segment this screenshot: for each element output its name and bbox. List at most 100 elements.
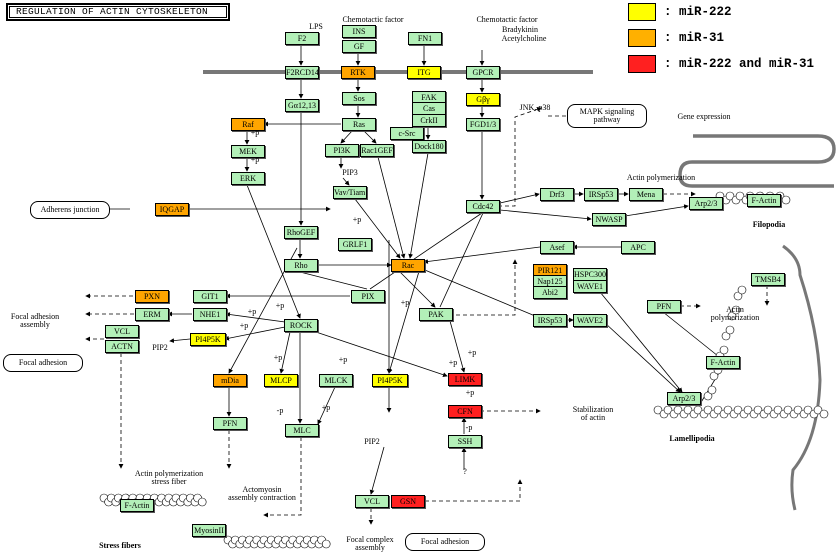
edge <box>399 271 436 308</box>
gene-node-vcl[interactable]: VCL <box>105 325 139 338</box>
gene-node-rtk[interactable]: RTK <box>341 66 375 79</box>
gene-node-abi2[interactable]: Abi2 <box>533 286 567 299</box>
gene-node-apc[interactable]: APC <box>621 241 655 254</box>
gene-node-rhogef[interactable]: RhoGEF <box>284 226 318 239</box>
edge <box>354 198 401 259</box>
edge <box>340 130 353 144</box>
diagram-title: REGULATION OF ACTIN CYTOSKELETON <box>6 3 230 21</box>
annotation-label: Chemotactic factor <box>342 15 404 24</box>
legend-item: : miR-31 <box>628 29 724 47</box>
pathway-link-pill[interactable]: MAPK signaling pathway <box>567 104 647 128</box>
edge <box>387 267 421 374</box>
annotation-label: +p <box>250 128 260 137</box>
pathway-link-pill[interactable]: Adherens junction <box>30 201 110 219</box>
gene-node-limk[interactable]: LIMK <box>448 373 482 386</box>
gene-node-fn1[interactable]: FN1 <box>408 32 442 45</box>
annotation-label: +p <box>239 321 249 330</box>
gene-node-mek[interactable]: MEK <box>231 145 265 158</box>
annotation-label: LPS <box>309 22 323 31</box>
gene-node-vav-tiam1[interactable]: Vav/Tiam1 <box>333 186 367 199</box>
gene-node-fgd1-3[interactable]: FGD1/3 <box>466 118 500 131</box>
gene-node-git1[interactable]: GIT1 <box>193 290 227 303</box>
gene-node-pfn[interactable]: PFN <box>647 300 681 313</box>
gene-node-nwasp[interactable]: NWASP <box>592 213 626 226</box>
actin-filament-lamellipodia <box>743 405 753 415</box>
actin-filament-stress <box>197 497 207 507</box>
gene-node-actn[interactable]: ACTN <box>105 340 139 353</box>
edge <box>604 322 681 393</box>
gene-node-crkii[interactable]: CrkII <box>412 114 446 127</box>
gene-node-dock180[interactable]: Dock180 <box>412 140 446 153</box>
gene-node-arp2-3[interactable]: Arp2/3 <box>667 392 701 405</box>
pathway-link-pill[interactable]: Focal adhesion <box>3 354 83 372</box>
gene-node-erm[interactable]: ERM <box>135 308 169 321</box>
gene-node-c-src[interactable]: c-Src <box>390 127 424 140</box>
gene-node-pi4p5k[interactable]: PI4P5K <box>372 374 408 387</box>
gene-node-gpcr[interactable]: GPCR <box>466 66 500 79</box>
annotation-label: Actomyosin assembly contraction <box>228 485 296 502</box>
gene-node-f2[interactable]: F2 <box>285 32 319 45</box>
actin-filament-branch <box>727 311 737 321</box>
gene-node-mlcp[interactable]: MLCP <box>264 374 298 387</box>
gene-node-g-12-13[interactable]: Gα12,13 <box>285 99 319 112</box>
gene-node-pxn[interactable]: PXN <box>135 290 169 303</box>
gene-node-f-actin[interactable]: F-Actin <box>706 356 740 369</box>
gene-node-wave1[interactable]: WAVE1 <box>573 280 607 293</box>
annotation-label: PIP3 <box>342 168 358 177</box>
gene-node-ras[interactable]: Ras <box>342 118 376 131</box>
gene-node-tmsb4[interactable]: TMSB4 <box>751 273 785 286</box>
edge <box>224 326 286 341</box>
filopodia-membrane <box>678 134 836 188</box>
gene-node-cfn[interactable]: CFN <box>448 405 482 418</box>
gene-node-gf[interactable]: GF <box>342 40 376 53</box>
gene-node-ins[interactable]: INS <box>342 25 376 38</box>
gene-node-rac[interactable]: Rac <box>391 259 425 272</box>
gene-node-mena[interactable]: Mena <box>629 188 663 201</box>
gene-node-nhe1[interactable]: NHE1 <box>193 308 227 321</box>
gene-node-grlf1[interactable]: GRLF1 <box>338 238 372 251</box>
gene-node-drf3[interactable]: Drf3 <box>540 188 574 201</box>
gene-node-itg[interactable]: ITG <box>407 66 441 79</box>
gene-node-f-actin[interactable]: F-Actin <box>120 499 154 512</box>
gene-node-arp2-3[interactable]: Arp2/3 <box>689 197 723 210</box>
gene-node-pi3k[interactable]: PI3K <box>325 144 359 157</box>
gene-node-mdia[interactable]: mDia <box>213 374 247 387</box>
gene-node-erk[interactable]: ERK <box>231 172 265 185</box>
gene-node-pak[interactable]: PAK <box>419 308 453 321</box>
gene-node-irsp53[interactable]: IRSp53 <box>584 188 618 201</box>
gene-node-rock[interactable]: ROCK <box>284 319 318 332</box>
edge <box>279 331 291 374</box>
gene-node-raf[interactable]: Raf <box>231 118 265 131</box>
gene-node-pfn[interactable]: PFN <box>213 417 247 430</box>
edge <box>309 329 448 378</box>
legend-label: : miR-31 <box>664 31 725 45</box>
gene-node-pi4p5k[interactable]: PI4P5K <box>190 333 226 346</box>
edge <box>169 338 191 343</box>
gene-node-ssh[interactable]: SSH <box>448 435 482 448</box>
gene-node-pix[interactable]: PIX <box>351 290 385 303</box>
gene-node-f2rcd14[interactable]: F2RCD14 <box>285 66 319 79</box>
gene-node-irsp53[interactable]: IRSp53 <box>533 314 567 327</box>
gene-node-f-actin[interactable]: F-Actin <box>747 194 781 207</box>
gene-node-vcl[interactable]: VCL <box>355 495 389 508</box>
gene-node-myosinii[interactable]: MyosinII <box>192 524 226 537</box>
gene-node-gsn[interactable]: GSN <box>391 495 425 508</box>
edge <box>317 386 336 425</box>
gene-node-asef[interactable]: Asef <box>540 241 574 254</box>
annotation-label: +p <box>247 307 257 316</box>
pathway-link-pill[interactable]: Focal adhesion <box>405 533 485 551</box>
gene-node-mlck[interactable]: MLCK <box>319 374 353 387</box>
gene-node-mlc[interactable]: MLC <box>285 424 319 437</box>
edge <box>377 156 406 259</box>
gene-node-cdc42[interactable]: Cdc42 <box>466 200 500 213</box>
gene-node-wave2[interactable]: WAVE2 <box>573 314 607 327</box>
gene-node-iqgap[interactable]: IQGAP <box>155 203 189 216</box>
actin-filament-lamellipodia <box>663 405 673 415</box>
edge <box>299 271 368 290</box>
region-label: Filopodia <box>752 220 786 229</box>
gene-node-sos[interactable]: Sos <box>342 92 376 105</box>
actin-filament-branch <box>733 291 743 301</box>
gene-node-g-[interactable]: Gβγ <box>466 93 500 106</box>
gene-node-rac1gef[interactable]: Rac1GEF <box>360 144 394 157</box>
gene-node-rho[interactable]: Rho <box>284 259 318 272</box>
